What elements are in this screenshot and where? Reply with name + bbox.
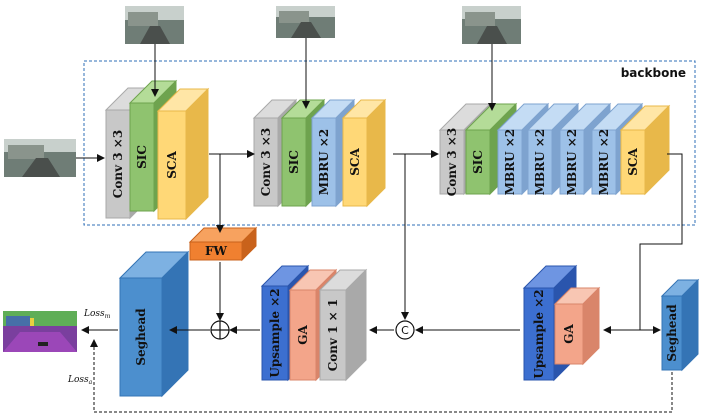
- stage1-sca-block: SCA: [156, 87, 210, 221]
- stage3-sca-block-label: SCA: [626, 148, 640, 176]
- fw-block-label: FW: [205, 244, 228, 258]
- decoder-left-upsample-block-label: Upsample ×2: [268, 288, 282, 377]
- add-operator: [210, 320, 230, 340]
- input-image-top-2: [276, 6, 335, 38]
- stage3-mbru-block-3-label: MBRU ×2: [565, 129, 579, 195]
- stage2-sca-block: SCA: [341, 98, 387, 208]
- decoder-left-conv-block-label: Conv 1 × 1: [326, 299, 340, 372]
- loss-a-path: [90, 339, 673, 413]
- seghead-main-block: Seghead: [118, 250, 190, 398]
- concat-operator: C: [395, 320, 415, 340]
- input-image-left: [4, 139, 76, 177]
- decoder-left-ga-block-label: GA: [296, 325, 310, 345]
- stage3-mbru-block-4-label: MBRU ×2: [597, 129, 611, 195]
- stage3-mbru-block-3: MBRU ×2: [558, 102, 612, 195]
- backbone-frame: [83, 60, 696, 226]
- stage3-mbru-block-2-label: MBRU ×2: [533, 129, 547, 195]
- loss-a-label: Lossa: [67, 375, 93, 386]
- backbone-label: backbone: [621, 66, 686, 80]
- output-segmentation-image: [3, 311, 77, 352]
- stage2-sca-block-label: SCA: [348, 148, 362, 176]
- stage3-conv-block-label: Conv 3 ×3: [445, 128, 459, 196]
- loss-m-label: Lossm: [83, 309, 111, 320]
- stage1-sca-block-label: SCA: [165, 151, 179, 179]
- decoder-right-ga-block-label: GA: [562, 324, 576, 344]
- stage2-sic-block-label: SIC: [287, 150, 301, 174]
- stage1-sic-block-label: SIC: [135, 145, 149, 169]
- stage2-mbru-block-label: MBRU ×2: [317, 129, 331, 195]
- seghead-aux-block-label: Seghead: [665, 304, 679, 362]
- decoder-left-conv-block: Conv 1 × 1: [318, 268, 368, 382]
- stage2-conv-block-label: Conv 3 ×3: [259, 128, 273, 196]
- stage3-mbru-block-1-label: MBRU ×2: [503, 129, 517, 195]
- fw-block: FW: [188, 226, 258, 262]
- seghead-aux-block: Seghead: [660, 278, 700, 372]
- decoder-right-upsample-block-label: Upsample ×2: [532, 289, 546, 378]
- arrow-stage3-to-decoder: [603, 153, 683, 334]
- seghead-main-block-label: Seghead: [134, 308, 148, 366]
- stage3-sic-block-label: SIC: [471, 150, 485, 174]
- input-image-top-1: [125, 6, 184, 44]
- decoder-right-ga-block: GA: [553, 286, 601, 366]
- input-image-top-3: [462, 6, 521, 44]
- stage1-conv-block-label: Conv 3 ×3: [111, 130, 125, 198]
- stage3-sca-block: SCA: [619, 104, 671, 196]
- svg-text:C: C: [401, 324, 409, 337]
